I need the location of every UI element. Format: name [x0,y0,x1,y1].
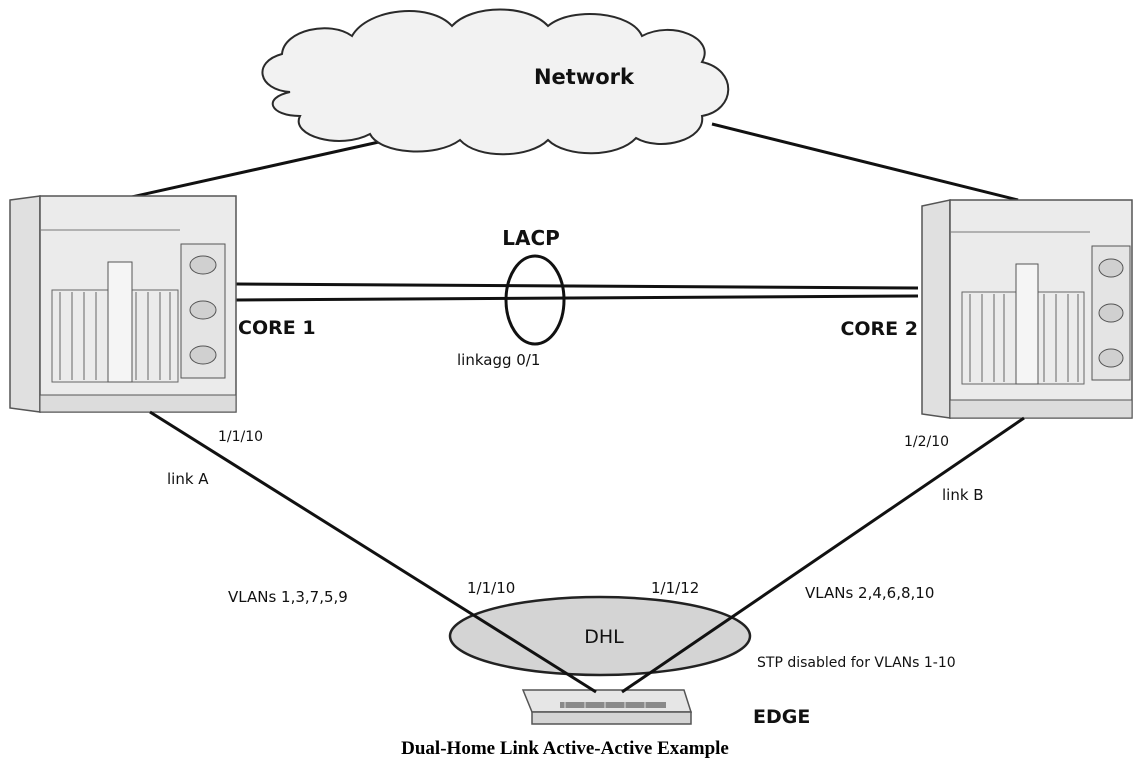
core2-port-label: 1/2/10 [904,434,949,450]
diagram-caption: Dual-Home Link Active-Active Example [401,738,729,759]
network-cloud: Network [261,8,730,156]
stp-label: STP disabled for VLANs 1-10 [757,655,956,671]
link-b-label: link B [942,486,984,504]
edge-label: EDGE [753,706,810,728]
vlans-b-label: VLANs 2,4,6,8,10 [805,584,934,602]
core2-uplink [711,122,1019,202]
edge-port-a-label: 1/1/10 [467,579,515,597]
core2-switch [921,199,1133,419]
vlans-a-label: VLANs 1,3,7,5,9 [228,588,348,606]
link-b [621,416,1025,694]
core1-port-label: 1/1/10 [218,429,263,445]
link-a [149,410,597,694]
core1-label: CORE 1 [238,317,316,339]
lacp-label: LACP [502,226,560,250]
cloud-label: Network [534,65,635,89]
link-a-label: link A [167,470,209,488]
lacp-link-2 [235,294,919,302]
edge-switch [521,689,693,725]
core1-switch [9,195,237,413]
edge-port-b-label: 1/1/12 [651,579,699,597]
lacp-ellipse [504,254,566,346]
dhl-label: DHL [584,626,624,648]
linkagg-label: linkagg 0/1 [457,351,540,369]
core2-label: CORE 2 [840,318,918,340]
lacp-link-1 [235,282,919,290]
